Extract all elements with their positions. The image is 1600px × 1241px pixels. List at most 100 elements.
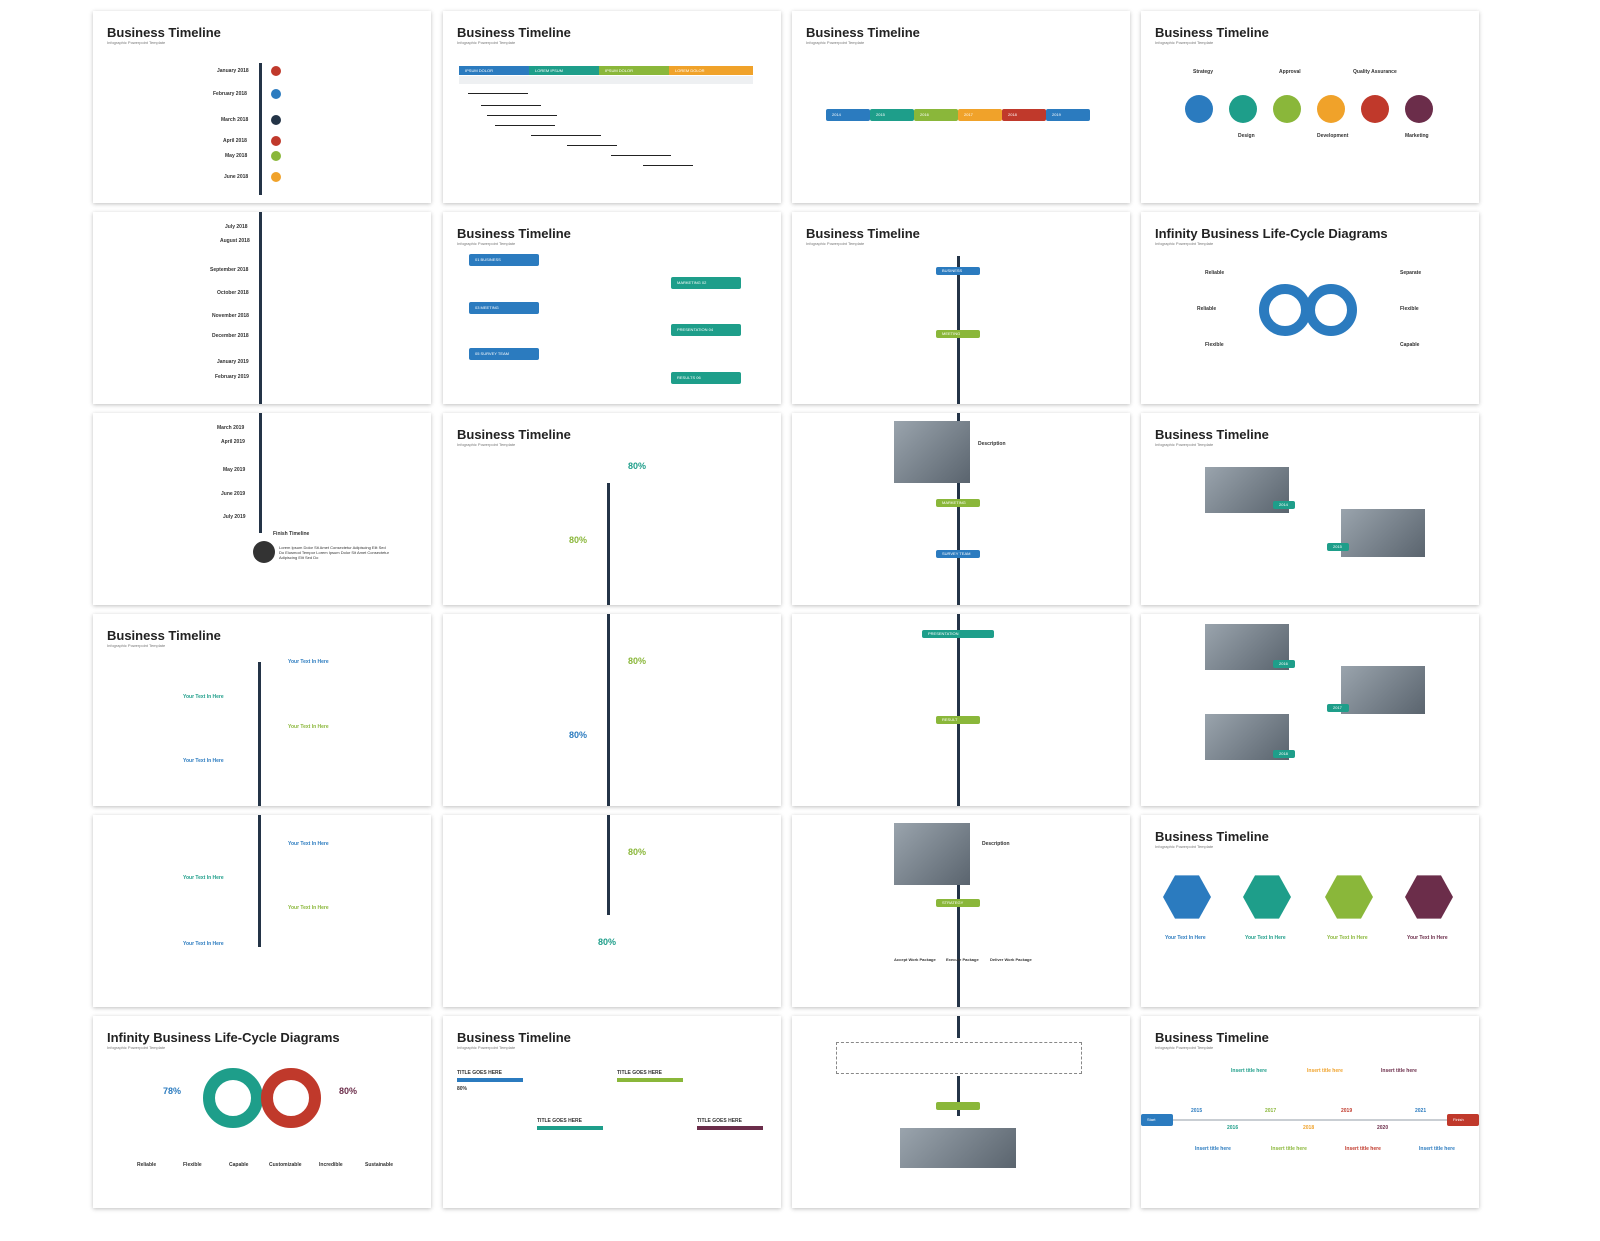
timeline-line — [259, 413, 262, 533]
date-label: August 2018 — [220, 238, 250, 244]
feature-label: Reliable — [1197, 306, 1217, 312]
insert-title: Insert title here — [1195, 1146, 1231, 1152]
feature-label: Flexible — [1205, 342, 1224, 348]
text-heading: Your Text In Here — [183, 875, 224, 881]
award-icon — [1405, 875, 1453, 919]
slide-subtitle: Infographic Powerpoint Template — [1155, 442, 1214, 447]
slide-title: Business Timeline — [457, 25, 571, 40]
finish-label: Finish Timeline — [273, 531, 310, 537]
bookmark-icon — [1405, 95, 1433, 123]
slide-13[interactable]: Business Timeline Infographic Powerpoint… — [93, 614, 431, 806]
slide-12[interactable]: Business Timeline Infographic Powerpoint… — [1141, 413, 1479, 605]
feature-label: Incredible — [319, 1162, 343, 1168]
slide-subtitle: Infographic Powerpoint Template — [107, 40, 166, 45]
timeline-line — [607, 815, 610, 915]
slide-23[interactable] — [792, 1016, 1130, 1208]
slide-9[interactable]: March 2019 April 2019 May 2019 June 2019… — [93, 413, 431, 605]
feature-label: Sustainable — [365, 1162, 394, 1168]
timeline-line — [957, 1016, 960, 1038]
slide-subtitle: Infographic Powerpoint Template — [1155, 40, 1214, 45]
cycle-left — [203, 1068, 263, 1128]
slide-3[interactable]: Business Timeline Infographic Powerpoint… — [792, 11, 1130, 203]
briefcase-icon — [271, 172, 281, 182]
text-heading: Your Text In Here — [288, 905, 329, 911]
slide-title: Business Timeline — [1155, 427, 1269, 442]
slide-5[interactable]: July 2018 August 2018 September 2018 Oct… — [93, 212, 431, 404]
feature-label: Capable — [1400, 342, 1420, 348]
text-heading: Your Text In Here — [1165, 935, 1206, 941]
slide-subtitle: Infographic Powerpoint Template — [457, 1045, 516, 1050]
slide-10[interactable]: Business Timeline Infographic Powerpoint… — [443, 413, 781, 605]
year-arrow: 2016 — [914, 109, 958, 121]
insert-title: Insert title here — [1231, 1068, 1267, 1074]
insert-title: Insert title here — [1419, 1146, 1455, 1152]
task-bar — [481, 105, 541, 106]
slide-2[interactable]: Business Timeline Infographic Powerpoint… — [443, 11, 781, 203]
slide-title: Infinity Business Life-Cycle Diagrams — [1155, 226, 1388, 241]
year-label: 2016 — [1227, 1125, 1239, 1131]
slide-22[interactable]: Business Timeline Infographic Powerpoint… — [443, 1016, 781, 1208]
timeline-line — [957, 1076, 960, 1116]
column-title: TITLE GOES HERE — [617, 1070, 663, 1076]
slide-24[interactable]: Business Timeline Infographic Powerpoint… — [1141, 1016, 1479, 1208]
percent-label: 80% — [598, 937, 617, 947]
date-label: July 2019 — [223, 514, 246, 520]
year-label: 2019 — [1341, 1108, 1353, 1114]
feature-label: Reliable — [137, 1162, 157, 1168]
column-title: TITLE GOES HERE — [697, 1118, 743, 1124]
phase-bar: LOREM IPSUM — [529, 66, 599, 75]
marketing-tag: MARKETING 02 — [671, 277, 741, 289]
finish-arrow: Finish — [1447, 1114, 1479, 1126]
insert-title: Insert title here — [1307, 1068, 1343, 1074]
column-title: TITLE GOES HERE — [537, 1118, 583, 1124]
office-photo — [900, 1128, 1016, 1168]
slide-14[interactable]: 80% 80% — [443, 614, 781, 806]
text-heading: Your Text In Here — [183, 941, 224, 947]
clock-icon — [271, 136, 281, 146]
slide-11[interactable]: Description MARKETING SURVEY TEAM — [792, 413, 1130, 605]
fire-icon — [1317, 95, 1345, 123]
slide-20[interactable]: Business Timeline Infographic Powerpoint… — [1141, 815, 1479, 1007]
presentation-node: PRESENTATION — [922, 630, 994, 638]
feature-label: Flexible — [1400, 306, 1419, 312]
laptop-icon — [1163, 875, 1211, 919]
slide-6[interactable]: Business Timeline Infographic Powerpoint… — [443, 212, 781, 404]
package-label: Deliver Work Package — [990, 957, 1032, 962]
slide-subtitle: Infographic Powerpoint Template — [806, 241, 865, 246]
text-heading: Your Text In Here — [288, 724, 329, 730]
slide-16[interactable]: 2016 2017 2018 — [1141, 614, 1479, 806]
task-bar — [567, 145, 617, 146]
umbrella-icon — [1229, 95, 1257, 123]
feature-label: Reliable — [1205, 270, 1225, 276]
accent-bar — [537, 1126, 603, 1130]
percent-label: 80% — [339, 1086, 358, 1096]
user-icon — [271, 151, 281, 161]
slide-subtitle: Infographic Powerpoint Template — [107, 643, 166, 648]
slide-1[interactable]: Business Timeline Infographic Powerpoint… — [93, 11, 431, 203]
presentation-tag: PRESENTATION 04 — [671, 324, 741, 336]
package-label: Accept Work Package — [894, 957, 936, 962]
business-tag: 01 BUSINESS — [469, 254, 539, 266]
slide-title: Business Timeline — [806, 25, 920, 40]
task-bar — [531, 135, 601, 136]
slide-title: Business Timeline — [806, 226, 920, 241]
year-label: 2021 — [1415, 1108, 1427, 1114]
slide-7[interactable]: Business Timeline Infographic Powerpoint… — [792, 212, 1130, 404]
slide-subtitle: Infographic Powerpoint Template — [1155, 1045, 1214, 1050]
slide-17[interactable]: Your Text In Here Your Text In Here Your… — [93, 815, 431, 1007]
year-arrow: 2017 — [958, 109, 1002, 121]
date-label: March 2018 — [221, 117, 249, 123]
year-label: 2018 — [1303, 1125, 1315, 1131]
slide-4[interactable]: Business Timeline Infographic Powerpoint… — [1141, 11, 1479, 203]
phase-bar: IPSUM DOLOR — [599, 66, 669, 75]
quote-box — [836, 1042, 1082, 1074]
slide-subtitle: Infographic Powerpoint Template — [457, 40, 516, 45]
text-heading: Your Text In Here — [1407, 935, 1448, 941]
slide-title: Business Timeline — [1155, 829, 1269, 844]
slide-8[interactable]: Infinity Business Life-Cycle Diagrams In… — [1141, 212, 1479, 404]
slide-15[interactable]: PRESENTATION RESULT — [792, 614, 1130, 806]
slide-21[interactable]: Infinity Business Life-Cycle Diagrams In… — [93, 1016, 431, 1208]
slide-19[interactable]: Description STRATEGY Accept Work Package… — [792, 815, 1130, 1007]
slide-18[interactable]: 80% 80% — [443, 815, 781, 1007]
